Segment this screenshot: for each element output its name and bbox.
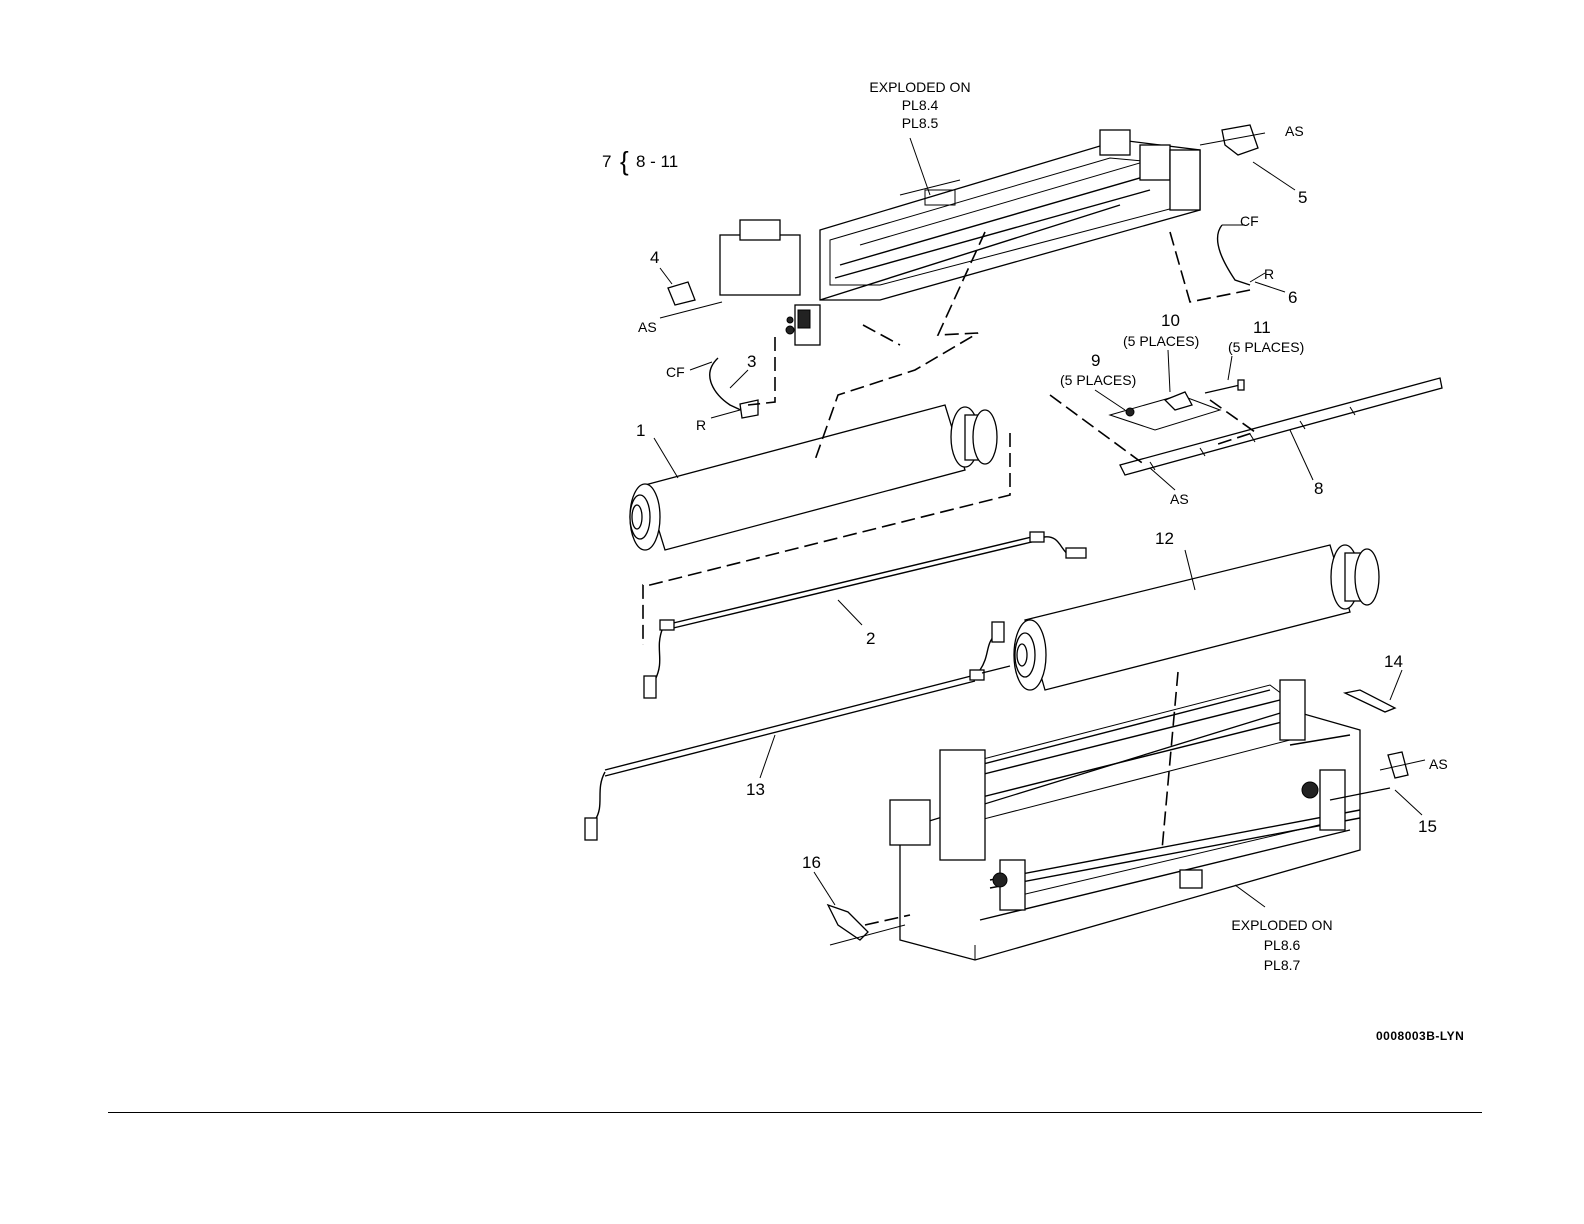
callout-7: 7 — [602, 152, 611, 171]
upper-frame-assembly — [720, 130, 1200, 345]
callout-3: 3 — [747, 352, 756, 371]
as-label-5: AS — [1285, 123, 1304, 139]
callout-13: 13 — [746, 780, 765, 799]
exploded-bottom-line-3: PL8.7 — [1264, 957, 1301, 973]
exploded-top-line-3: PL8.5 — [902, 115, 939, 131]
cf-label-6: CF — [1240, 213, 1259, 229]
figure-code: 0008003B-LYN — [1376, 1029, 1464, 1043]
cable-item-6 — [1218, 225, 1250, 285]
roller-item-12 — [1014, 545, 1379, 690]
callout-5: 5 — [1298, 188, 1307, 207]
bracket-item-4 — [668, 282, 695, 305]
as-label-15: AS — [1429, 756, 1448, 772]
callout-8: 8 — [1314, 479, 1323, 498]
exploded-bottom-line-1: EXPLODED ON — [1231, 917, 1332, 933]
footer-rule — [108, 1112, 1482, 1113]
callout-11: 11 — [1253, 318, 1271, 337]
bracket-item-14 — [1345, 690, 1395, 712]
cf-label-3: CF — [666, 364, 685, 380]
exploded-note-top: EXPLODED ON PL8.4 PL8.5 — [869, 79, 970, 131]
callout-4: 4 — [650, 248, 659, 267]
brace-glyph: { — [620, 146, 629, 176]
places-11: (5 PLACES) — [1228, 339, 1304, 355]
as-label-8: AS — [1170, 491, 1189, 507]
as-label-4: AS — [638, 319, 657, 335]
bracket-item-15 — [1388, 752, 1408, 778]
r-label-3: R — [696, 417, 706, 433]
callout-range-8-11: 8 - 11 — [636, 152, 678, 171]
callout-6: 6 — [1288, 288, 1297, 307]
exploded-top-line-1: EXPLODED ON — [869, 79, 970, 95]
exploded-note-bottom: EXPLODED ON PL8.6 PL8.7 — [1231, 917, 1332, 973]
callout-16: 16 — [802, 853, 821, 872]
callout-1: 1 — [636, 421, 645, 440]
exploded-top-line-2: PL8.4 — [902, 97, 939, 113]
callout-15: 15 — [1418, 817, 1437, 836]
screw-item-11 — [1205, 385, 1240, 393]
places-9: (5 PLACES) — [1060, 372, 1136, 388]
rail-item-8 — [1120, 378, 1442, 475]
r-label-6: R — [1264, 266, 1274, 282]
exploded-bottom-line-2: PL8.6 — [1264, 937, 1301, 953]
places-10: (5 PLACES) — [1123, 333, 1199, 349]
callout-9: 9 — [1091, 351, 1100, 370]
roller-item-1 — [630, 405, 997, 550]
callout-14: 14 — [1384, 652, 1403, 671]
callout-2: 2 — [866, 629, 875, 648]
bracket-item-16 — [828, 905, 868, 940]
callout-10: 10 — [1161, 311, 1180, 330]
callout-12: 12 — [1155, 529, 1174, 548]
